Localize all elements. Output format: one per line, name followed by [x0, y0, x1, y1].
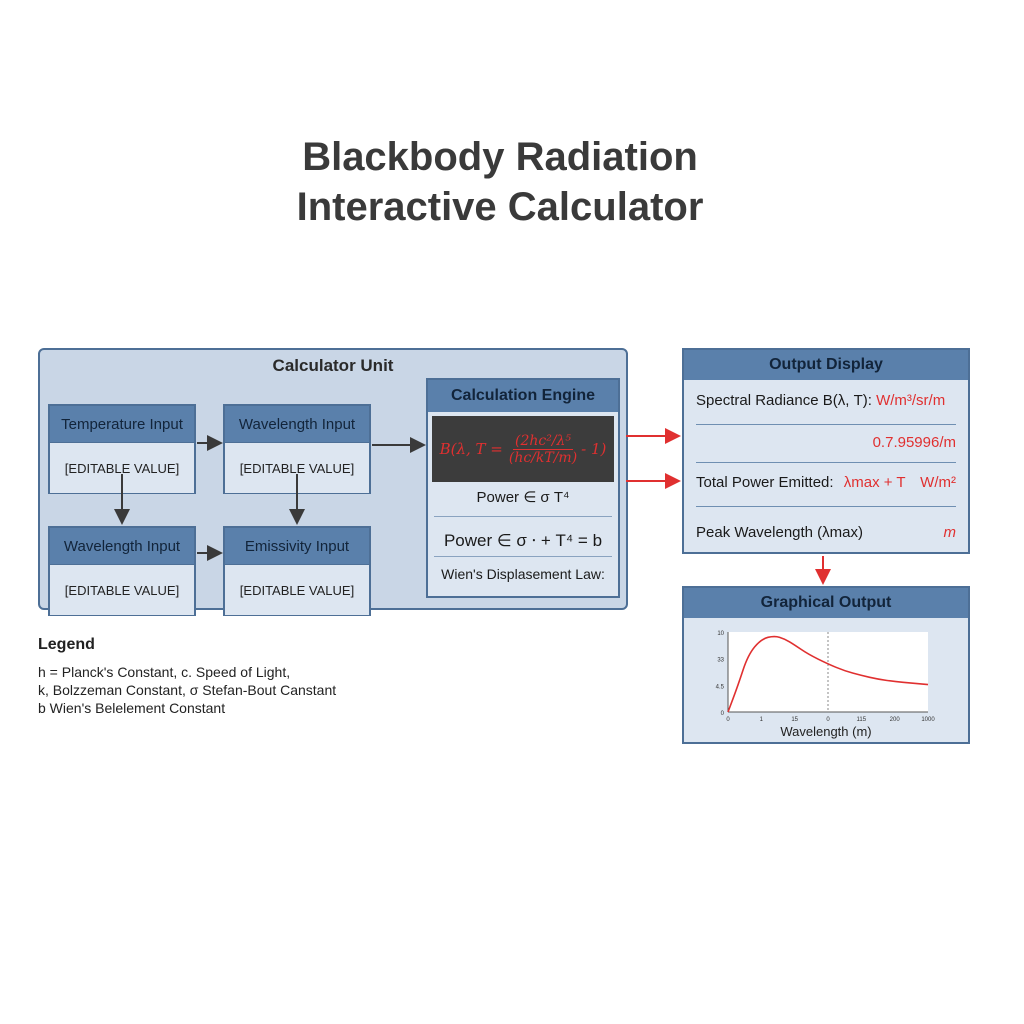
wavelength-input-box-2[interactable]: Wavelength Input [EDITABLE VALUE]: [48, 526, 196, 616]
graphical-output-title: Graphical Output: [684, 588, 968, 618]
emissivity-input-label: Emissivity Input: [225, 528, 369, 564]
x-tick-label: 15: [791, 717, 798, 723]
y-tick-label: 0: [721, 711, 725, 717]
calculation-engine: Calculation Engine B(λ, T = (2hc²/λ⁵ (hc…: [426, 378, 620, 598]
legend-line-1: h = Planck's Constant, c. Speed of Light…: [38, 664, 291, 680]
y-tick-label: 33: [717, 658, 724, 664]
wien-law-label: Wien's Displasement Law:: [441, 566, 605, 582]
spectral-radiance-unit: W/m³/sr/m: [876, 392, 946, 409]
spectral-radiance-label: Spectral Radiance B(λ, T):: [696, 392, 872, 409]
spectrum-curve: [727, 635, 929, 713]
x-tick-label: 115: [857, 717, 867, 723]
chart-xlabel: Wavelength (m): [780, 724, 872, 739]
formula-denominator: (hc/kT/m): [508, 449, 578, 466]
engine-divider-1: [434, 516, 612, 517]
calculator-unit-title: Calculator Unit: [272, 356, 394, 375]
total-power-label: Total Power Emitted:: [696, 474, 834, 491]
y-tick-label: 4.5: [716, 684, 725, 690]
formula-tail: - 1): [581, 440, 607, 458]
emissivity-input-box[interactable]: Emissivity Input [EDITABLE VALUE]: [223, 526, 371, 616]
wavelength-input-field-2[interactable]: [EDITABLE VALUE]: [50, 564, 194, 615]
title-line-2: Interactive Calculator: [296, 185, 704, 229]
peak-wavelength-row: Peak Wavelength (λmax) m: [696, 524, 956, 541]
engine-divider-2: [434, 556, 612, 557]
output-divider-2: [696, 462, 956, 463]
formula-lhs: B(λ, T =: [439, 440, 503, 458]
legend-title: Legend: [38, 636, 95, 653]
power-equation-2: Power ∈ σ ⸱ + T⁴ = b: [443, 531, 603, 550]
temperature-input-label: Temperature Input: [50, 406, 194, 442]
y-tick-label: 10: [717, 631, 724, 637]
spectral-radiance-value: 0.7.95996/m: [872, 434, 956, 451]
output-divider-1: [696, 424, 956, 425]
calculation-engine-title: Calculation Engine: [428, 380, 618, 412]
spectral-radiance-row: Spectral Radiance B(λ, T): W/m³/sr/m: [696, 392, 956, 409]
emissivity-input-field[interactable]: [EDITABLE VALUE]: [225, 564, 369, 615]
x-tick-label: 200: [890, 717, 901, 723]
x-tick-label: 1: [760, 717, 764, 723]
page-title: Blackbody Radiation Interactive Calculat…: [0, 132, 1000, 232]
peak-wavelength-label: Peak Wavelength (λmax): [696, 524, 864, 541]
total-power-row: Total Power Emitted: λmax + T W/m²: [696, 474, 956, 491]
planck-formula: B(λ, T = (2hc²/λ⁵ (hc/kT/m) - 1): [432, 416, 614, 482]
legend-line-3: b Wien's Belelement Constant: [38, 700, 226, 716]
total-power-expression: λmax + T: [843, 474, 906, 491]
x-tick-label: 1000: [921, 717, 935, 723]
peak-wavelength-unit: m: [943, 524, 957, 541]
legend-line-2: k, Bolzzeman Constant, σ Stefan-Bout Can…: [38, 682, 337, 698]
total-power-unit: W/m²: [920, 474, 956, 491]
title-line-1: Blackbody Radiation: [302, 135, 698, 179]
output-display: Output Display Spectral Radiance B(λ, T)…: [682, 348, 970, 554]
output-display-title: Output Display: [684, 350, 968, 380]
wavelength-input-label: Wavelength Input: [225, 406, 369, 442]
output-divider-3: [696, 506, 956, 507]
x-tick-label: 0: [726, 717, 730, 723]
wavelength-input-label-2: Wavelength Input: [50, 528, 194, 564]
wavelength-input-box[interactable]: Wavelength Input [EDITABLE VALUE]: [223, 404, 371, 494]
formula-numerator: (2hc²/λ⁵: [512, 432, 574, 450]
power-equation-1: Power ∈ σ T⁴: [476, 489, 570, 506]
x-tick-label: 0: [826, 717, 830, 723]
formula-fraction: (2hc²/λ⁵ (hc/kT/m): [509, 433, 577, 466]
